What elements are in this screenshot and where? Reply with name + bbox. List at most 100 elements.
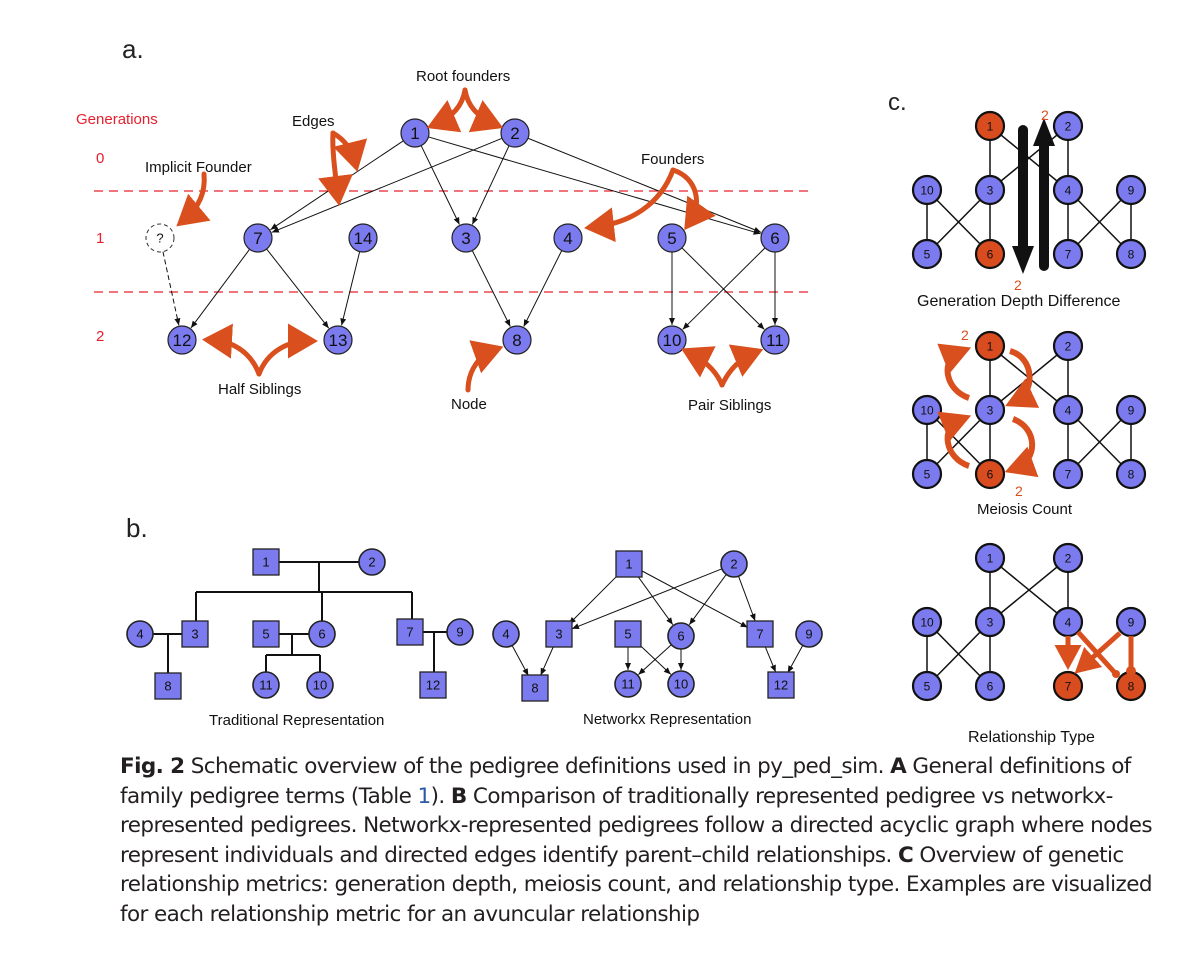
meiosis-count-bottom: 2 (1015, 483, 1023, 499)
caption-text-4: Comparison of traditionally represented … (120, 783, 1153, 868)
nx-edge-3-8 (540, 645, 555, 676)
female-circle (667, 670, 695, 698)
female-circle (667, 622, 695, 650)
traditional-individual-3: 3 (181, 620, 209, 648)
edge-14-13 (340, 251, 361, 326)
networkx-individual-12: 12 (767, 671, 795, 699)
edge-1-6 (428, 136, 761, 235)
node-label: 5 (924, 467, 931, 481)
edge-7-13 (266, 248, 330, 329)
traditional-individual-7: 7 (396, 618, 424, 646)
node-3: 3 (451, 223, 481, 253)
c2-node-3: 3 (974, 394, 1006, 426)
node-label: 8 (512, 331, 521, 350)
female-circle (126, 620, 154, 648)
arrow-root-founder-2 (462, 87, 504, 133)
arrow-half-siblings-13 (256, 323, 318, 377)
c1-node-7: 7 (1052, 238, 1084, 270)
c2-node-10: 10 (911, 394, 943, 426)
networkx-caption: Networkx Representation (583, 711, 751, 728)
generation-2: 2 (96, 328, 104, 345)
arrow-founders-5 (670, 167, 716, 231)
meiosis-arrow-3-to-1 (937, 343, 972, 401)
panel-a-label: a. (122, 34, 144, 64)
arrow-node (465, 340, 504, 393)
individual-label: 10 (674, 677, 688, 692)
table-reference-link[interactable]: 1 (417, 783, 432, 809)
node-label: 4 (1065, 183, 1072, 197)
depth-count-top: 2 (1041, 107, 1049, 123)
individual-label: 4 (136, 627, 143, 642)
c1-node-6-highlighted: 6 (974, 238, 1006, 270)
node-label: 3 (987, 403, 994, 417)
annotation-half-siblings: Half Siblings (218, 381, 301, 398)
panel-a-edges (162, 136, 778, 330)
meiosis-count-title: Meiosis Count (977, 501, 1073, 518)
meiosis-arrow-6-to-3 (937, 411, 972, 469)
c1-node-1-highlighted: 1 (974, 110, 1006, 142)
node-14: 14 (348, 223, 378, 253)
nx-edge-1-3 (568, 572, 621, 625)
node-4: 4 (553, 223, 583, 253)
node-label: 8 (1128, 247, 1135, 261)
annotation-edges: Edges (292, 113, 335, 130)
node-label: 8 (1128, 467, 1135, 481)
individual-label: 5 (262, 627, 269, 642)
individual-label: 12 (426, 678, 440, 693)
node-7: 7 (243, 223, 273, 253)
female-circle (446, 618, 474, 646)
node-label: 6 (770, 229, 779, 248)
node-13: 13 (323, 325, 353, 355)
individual-label: 6 (677, 629, 684, 644)
female-circle (720, 550, 748, 578)
networkx-individual-8: 8 (521, 674, 549, 702)
individual-label: 10 (313, 678, 327, 693)
individual-label: 11 (259, 678, 273, 693)
caption-text-1: Schematic overview of the pedigree defin… (184, 754, 891, 779)
edge-1-3 (420, 145, 460, 225)
annotation-implicit-founder: Implicit Founder (145, 159, 252, 176)
caption-text-2: General definitions of family pedigree t… (120, 754, 1131, 809)
individual-label: 3 (191, 627, 198, 642)
node-6: 6 (760, 223, 790, 253)
edge-6-10 (682, 247, 766, 330)
node-label: 4 (1065, 615, 1072, 629)
node-label: 14 (354, 229, 373, 248)
panel-b-label: b. (126, 513, 148, 543)
caption-text-3: ). (430, 783, 451, 809)
nx-edge-6-11 (638, 644, 672, 675)
node-label: 4 (563, 229, 572, 248)
traditional-individual-9: 9 (446, 618, 474, 646)
c2-node-9: 9 (1115, 394, 1147, 426)
male-square (614, 620, 642, 648)
node-label: 5 (924, 247, 931, 261)
caption-c-label: C (897, 842, 914, 868)
node-11: 11 (760, 325, 790, 355)
edge-2-6 (527, 137, 762, 233)
arrow-pair-siblings-11 (719, 344, 764, 388)
traditional-individual-8: 8 (154, 672, 182, 700)
node-label: 6 (987, 247, 994, 261)
edge-2-7 (271, 137, 503, 233)
c2-node-8: 8 (1115, 458, 1147, 490)
female-circle (358, 548, 386, 576)
networkx-individual-9: 9 (795, 620, 823, 648)
male-square (181, 620, 209, 648)
nx-edge-5-10 (637, 642, 672, 675)
c1-node-9: 9 (1115, 174, 1147, 206)
arrow-edges-2 (318, 130, 353, 206)
node-label: 7 (1065, 247, 1072, 261)
implicit-founder-node: ? (145, 223, 175, 253)
panel-c-label: c. (888, 89, 907, 116)
c1-node-4: 4 (1052, 174, 1084, 206)
c1-node-10: 10 (911, 174, 943, 206)
nx-edge-2-3 (571, 568, 723, 630)
node-label: 3 (461, 229, 470, 248)
node-label: 1 (987, 119, 994, 133)
individual-label: 2 (730, 557, 737, 572)
edge-3-8 (471, 250, 511, 327)
